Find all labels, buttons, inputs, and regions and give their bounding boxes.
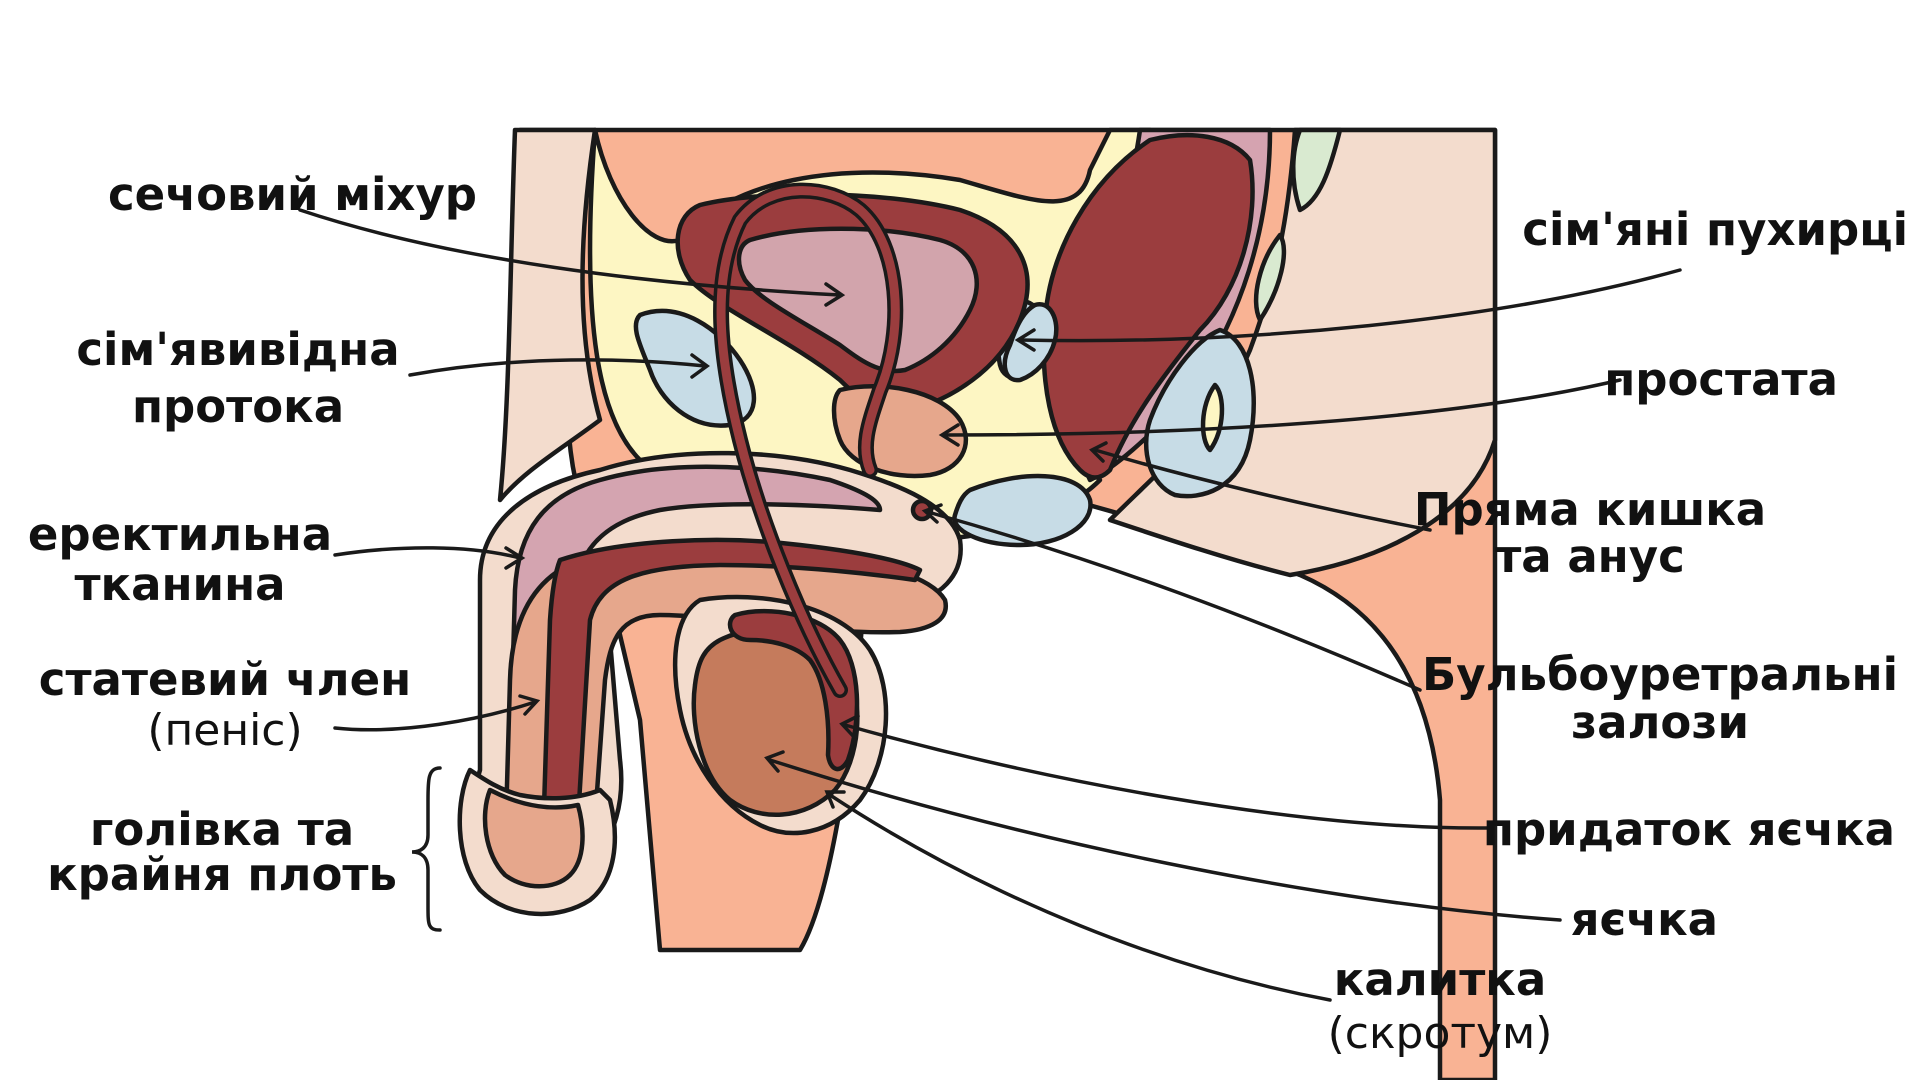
leader-penis	[333, 700, 537, 732]
leader-prostate	[943, 378, 1622, 437]
arrow-vas-deferens	[690, 353, 710, 379]
anal-sphincter	[1144, 327, 1256, 499]
label-erectile-line1: еректильна	[28, 508, 332, 561]
label-vas-deferens-line1: сім'явивідна	[76, 323, 399, 376]
labels: сечовий міхур сім'явивідна протока ерект…	[28, 168, 1908, 1059]
label-penis: статевий член	[39, 653, 411, 706]
leader-seminal	[1018, 268, 1682, 343]
front-tissue	[497, 127, 603, 503]
leader-vas-deferens	[408, 358, 707, 377]
arrow-scrotum	[824, 790, 846, 809]
arrow-prostate	[938, 423, 960, 447]
arrow-rectum	[1089, 441, 1108, 463]
label-prostate: простата	[1604, 353, 1838, 406]
label-epididymis: придаток яєчка	[1483, 803, 1895, 856]
sacrum-inner	[1291, 127, 1343, 213]
glans-inner	[482, 787, 585, 889]
leader-testes	[768, 758, 1562, 922]
arrow-seminal	[1014, 328, 1036, 352]
label-bulbourethral-line2: залози	[1571, 696, 1749, 749]
leader-lines	[298, 208, 1682, 1002]
leader-erectile	[333, 546, 522, 560]
leader-epididymis	[843, 723, 1492, 830]
seminal-vesicle	[1002, 302, 1059, 383]
label-vas-deferens-line2: протока	[132, 380, 344, 433]
label-bladder: сечовий міхур	[108, 168, 477, 221]
label-bulbourethral-line1: Бульбоуретральні	[1422, 648, 1898, 701]
brace-glans	[411, 766, 442, 932]
label-scrotum-sub: (скротум)	[1328, 1008, 1553, 1059]
arrow-testes	[764, 750, 785, 773]
rectum	[1041, 133, 1255, 480]
label-penis-sub: (пеніс)	[147, 705, 302, 756]
label-rectum-line1: Пряма кишка	[1414, 483, 1766, 536]
arrow-penis	[518, 694, 541, 716]
leader-bulbourethral	[926, 510, 1422, 692]
label-testes: яєчка	[1571, 893, 1718, 946]
anal-inner	[1200, 382, 1225, 453]
arrow-bulbourethral	[921, 503, 943, 524]
vas-deferens-tube-fill	[716, 186, 900, 695]
arrow-epididymis	[839, 714, 860, 739]
label-erectile-line2: тканина	[74, 558, 285, 611]
label-scrotum: калитка	[1334, 953, 1546, 1006]
leader-rectum	[1093, 448, 1432, 532]
leader-scrotum	[828, 793, 1332, 1002]
label-glans-line2: крайня плоть	[47, 848, 397, 901]
arrow-erectile	[504, 546, 526, 570]
label-glans-line1: голівка та	[90, 803, 354, 856]
label-rectum-line2: та анус	[1495, 530, 1685, 583]
pelvic-floor-bone	[952, 473, 1093, 548]
coccyx	[1253, 232, 1287, 323]
leader-bladder	[298, 208, 842, 297]
anatomy-illustration	[457, 127, 1498, 1080]
label-seminal-vesicles: сім'яні пухирці	[1522, 203, 1908, 256]
arrow-bladder	[824, 282, 846, 307]
